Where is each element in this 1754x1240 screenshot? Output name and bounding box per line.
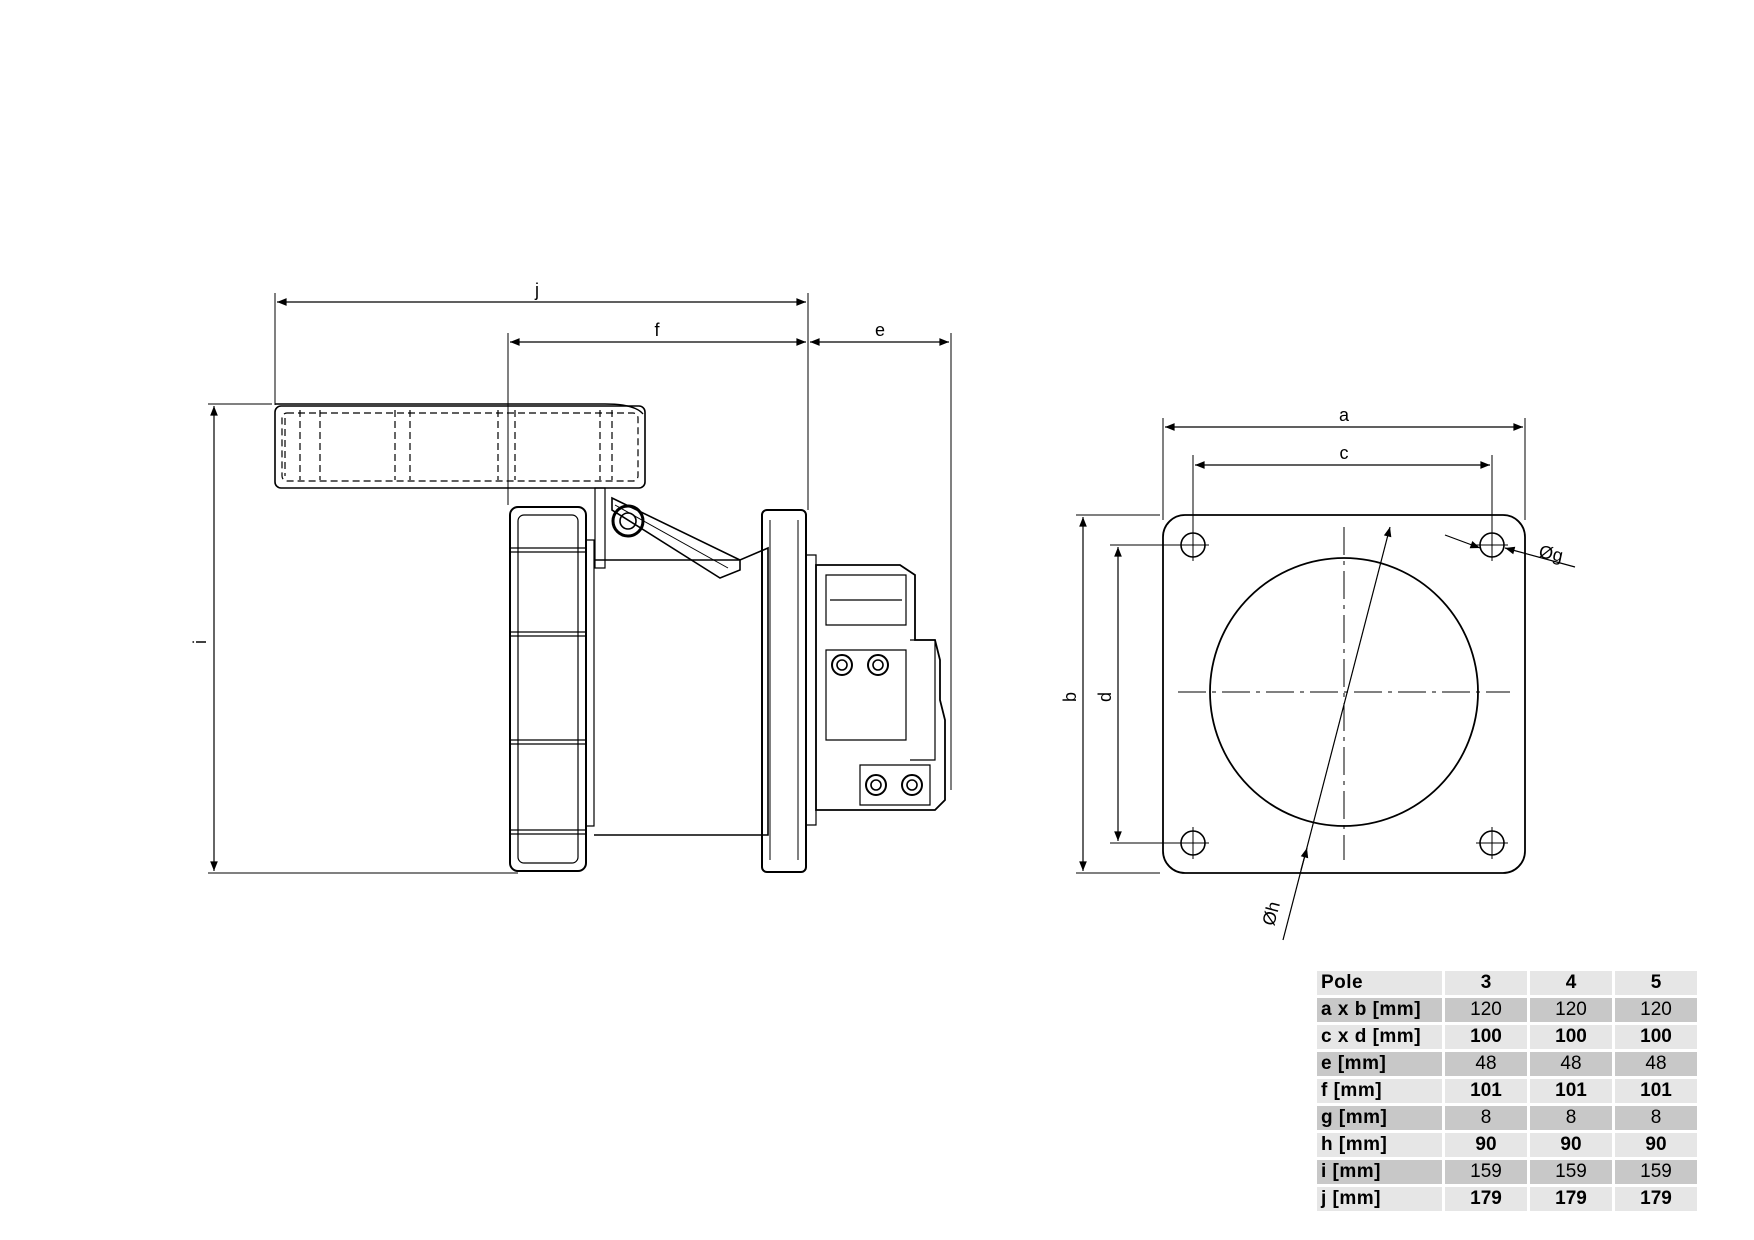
table-cell: 100 (1445, 1025, 1527, 1049)
dim-label-h: Øh (1258, 899, 1284, 927)
table-cell: 120 (1615, 998, 1697, 1022)
dimension-table: Pole 3 4 5 a x b [mm] 120 120 120 c x d … (1314, 968, 1700, 1214)
table-cell: 120 (1445, 998, 1527, 1022)
table-header-cell: 5 (1615, 971, 1697, 995)
row-label: g [mm] (1317, 1106, 1442, 1130)
dim-label-d: d (1095, 692, 1115, 702)
table-cell: 48 (1530, 1052, 1612, 1076)
table-row: j [mm] 179 179 179 (1317, 1187, 1697, 1211)
table-cell: 159 (1445, 1160, 1527, 1184)
side-view (208, 293, 952, 874)
table-row: e [mm] 48 48 48 (1317, 1052, 1697, 1076)
table-cell: 101 (1530, 1079, 1612, 1103)
dim-label-g: Øg (1537, 541, 1565, 566)
table-cell: 90 (1445, 1133, 1527, 1157)
table-cell: 48 (1445, 1052, 1527, 1076)
table-header-cell: 4 (1530, 971, 1612, 995)
table-cell: 8 (1615, 1106, 1697, 1130)
table-row: h [mm] 90 90 90 (1317, 1133, 1697, 1157)
table-row: f [mm] 101 101 101 (1317, 1079, 1697, 1103)
row-label: f [mm] (1317, 1079, 1442, 1103)
dim-label-a: a (1339, 405, 1350, 425)
table-cell: 48 (1615, 1052, 1697, 1076)
row-label: e [mm] (1317, 1052, 1442, 1076)
dim-label-e: e (875, 320, 885, 340)
row-label: j [mm] (1317, 1187, 1442, 1211)
row-label: c x d [mm] (1317, 1025, 1442, 1049)
mounting-hole-bl (1177, 827, 1209, 859)
table-header-cell: Pole (1317, 971, 1442, 995)
table-row: c x d [mm] 100 100 100 (1317, 1025, 1697, 1049)
mounting-hole-tr (1476, 529, 1508, 561)
table-cell: 159 (1615, 1160, 1697, 1184)
table-cell: 90 (1615, 1133, 1697, 1157)
table-cell: 179 (1445, 1187, 1527, 1211)
table-row: g [mm] 8 8 8 (1317, 1106, 1697, 1130)
front-view (1076, 418, 1576, 941)
row-label: i [mm] (1317, 1160, 1442, 1184)
mounting-hole-tl (1177, 529, 1209, 561)
table-cell: 179 (1615, 1187, 1697, 1211)
table-cell: 179 (1530, 1187, 1612, 1211)
table-cell: 101 (1445, 1079, 1527, 1103)
dim-label-b: b (1060, 692, 1080, 702)
dim-label-i: i (190, 640, 210, 644)
table-cell: 8 (1445, 1106, 1527, 1130)
table-header-row: Pole 3 4 5 (1317, 971, 1697, 995)
table-cell: 101 (1615, 1079, 1697, 1103)
dim-label-f: f (654, 320, 660, 340)
table-header-cell: 3 (1445, 971, 1527, 995)
table-cell: 90 (1530, 1133, 1612, 1157)
table-cell: 8 (1530, 1106, 1612, 1130)
dim-label-j: j (534, 280, 539, 300)
dim-line-h (1282, 526, 1392, 941)
table-cell: 120 (1530, 998, 1612, 1022)
table-cell: 100 (1615, 1025, 1697, 1049)
mounting-hole-br (1476, 827, 1508, 859)
table-row: a x b [mm] 120 120 120 (1317, 998, 1697, 1022)
table-cell: 100 (1530, 1025, 1612, 1049)
table-row: i [mm] 159 159 159 (1317, 1160, 1697, 1184)
row-label: h [mm] (1317, 1133, 1442, 1157)
table-cell: 159 (1530, 1160, 1612, 1184)
row-label: a x b [mm] (1317, 998, 1442, 1022)
dim-label-c: c (1340, 443, 1349, 463)
